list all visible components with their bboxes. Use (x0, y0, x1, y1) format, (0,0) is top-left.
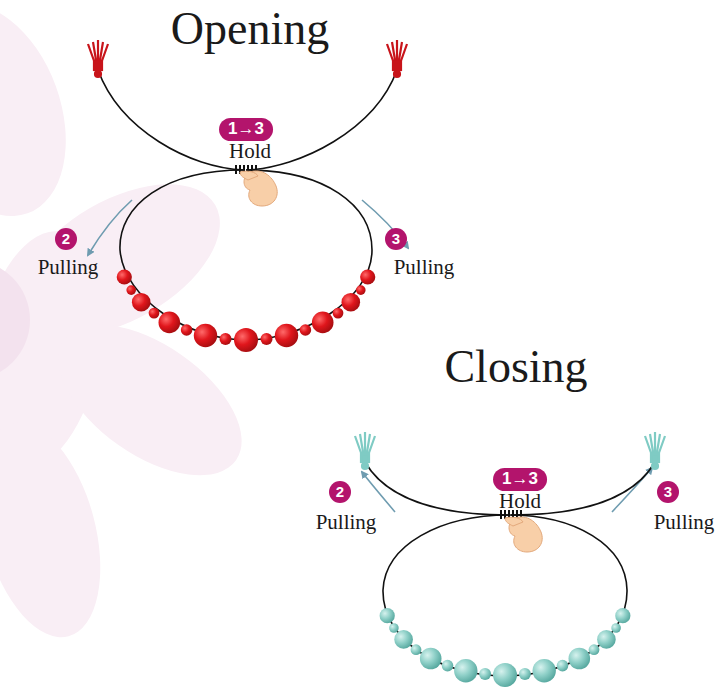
bead (261, 333, 273, 345)
step-label: Hold (229, 140, 271, 163)
callout-number: 3 (385, 228, 407, 250)
bead (611, 623, 621, 633)
bead (589, 644, 600, 655)
bead (132, 293, 151, 312)
red-bracelet (98, 70, 397, 340)
bead (220, 333, 232, 345)
section-heading: Opening (171, 4, 329, 55)
bead (380, 608, 395, 623)
bead (615, 608, 630, 623)
bead (342, 293, 361, 312)
step-label: Pulling (654, 511, 715, 534)
section-heading: Closing (444, 342, 587, 393)
bead (126, 285, 136, 295)
bead (389, 623, 399, 633)
bead (569, 648, 591, 670)
callout-number: 2 (55, 228, 77, 250)
step-label: Pulling (394, 256, 455, 279)
bead (519, 668, 531, 680)
bead (181, 324, 193, 336)
bead (454, 659, 477, 682)
bead (159, 312, 181, 334)
teal-bracelet (365, 462, 655, 676)
bead (333, 308, 344, 319)
bead (411, 644, 422, 655)
bead (479, 668, 491, 680)
step-label: Pulling (316, 511, 377, 534)
step-label: Hold (499, 490, 541, 513)
pull-arrows (88, 200, 652, 512)
bead (360, 269, 375, 284)
background-petals (0, 0, 268, 650)
teal-tassels (355, 432, 665, 469)
bead (442, 660, 454, 672)
bead (149, 308, 160, 319)
bead (194, 324, 217, 347)
bead (493, 663, 517, 687)
bead (356, 285, 366, 295)
bead (394, 630, 413, 649)
bead (312, 312, 334, 334)
beads (117, 269, 631, 687)
bead (300, 324, 312, 336)
bead (234, 328, 258, 352)
step-pill: 1→3 (493, 468, 547, 491)
step-pill: 1→3 (219, 118, 273, 141)
callout-number: 3 (657, 481, 679, 503)
bead (557, 660, 569, 672)
callout-number: 2 (329, 481, 351, 503)
bead (117, 269, 132, 284)
bead (533, 659, 556, 682)
bead (597, 630, 616, 649)
step-label: Pulling (38, 256, 99, 279)
bead (420, 648, 442, 670)
bead (275, 324, 298, 347)
